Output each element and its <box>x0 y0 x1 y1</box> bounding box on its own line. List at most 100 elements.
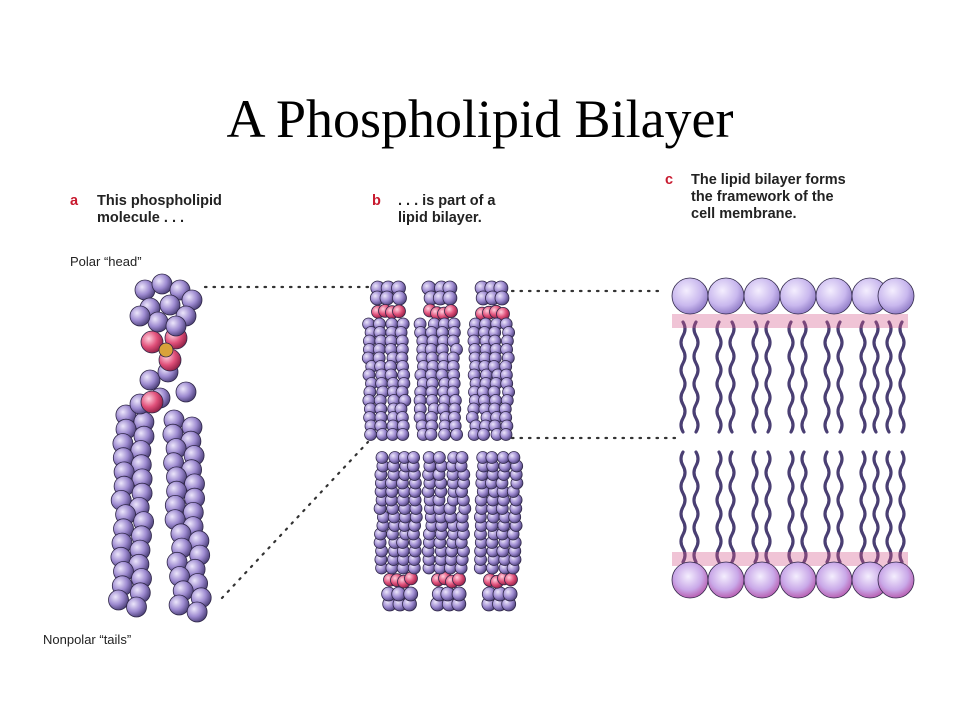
panel-c-line-3: cell membrane. <box>691 206 797 222</box>
tail-atom <box>507 451 521 464</box>
fatty-acid-tail <box>898 320 906 434</box>
head-atom <box>147 311 169 333</box>
tail-atom <box>108 589 129 611</box>
tail-atom <box>126 596 147 618</box>
head-atom <box>151 273 173 295</box>
tail-atom <box>450 428 464 441</box>
polar-band-top <box>672 314 908 328</box>
head-atom <box>379 290 395 306</box>
polar-atom <box>504 572 518 587</box>
panel-c-line-1: The lipid bilayer forms <box>691 172 846 188</box>
fatty-acid-tail <box>751 320 759 434</box>
fatty-acid-tail <box>715 320 723 434</box>
phospholipid-molecule <box>108 273 212 623</box>
fatty-acid-tail <box>692 450 700 564</box>
fatty-acid-tail <box>692 320 700 434</box>
head-sphere-bottom <box>707 561 745 599</box>
head-sphere-top <box>815 277 853 315</box>
fatty-acid-tail <box>885 450 893 564</box>
tail-atom <box>424 428 438 441</box>
tail-atom <box>477 428 491 441</box>
fatty-acid-tail <box>800 450 808 564</box>
tail-atom <box>168 594 190 616</box>
connector-tails-to-b <box>220 440 370 600</box>
cell-membrane-bilayer <box>671 277 915 599</box>
fatty-acid-tail <box>787 450 795 564</box>
tail-atom <box>375 451 389 464</box>
head-sphere-top <box>743 277 781 315</box>
head-atom <box>392 290 407 306</box>
fatty-acid-tail <box>872 450 880 564</box>
fatty-acid-tail <box>800 320 808 434</box>
panel-b-letter: b <box>372 193 381 209</box>
fatty-acid-tail <box>836 320 844 434</box>
fatty-acid-tail <box>872 320 880 434</box>
fatty-acid-tail <box>751 450 759 564</box>
polar-atom <box>444 304 458 319</box>
fatty-acid-tail <box>859 320 867 434</box>
bilayer-segment <box>361 280 524 612</box>
slide-title: A Phospholipid Bilayer <box>226 89 734 149</box>
head-sphere-bottom <box>877 561 915 599</box>
fatty-acid-tail <box>823 450 831 564</box>
head-atom <box>494 290 510 306</box>
polar-atom <box>140 330 164 354</box>
head-sphere-top <box>779 277 817 315</box>
tail-atom <box>455 451 469 464</box>
tail-atom <box>407 451 421 464</box>
head-atom <box>442 290 458 306</box>
fatty-acid-tail <box>859 450 867 564</box>
panel-c-caption: The lipid bilayer forms the framework of… <box>691 172 846 223</box>
glycerol-atom <box>175 381 197 403</box>
fatty-acid-tail <box>679 320 687 434</box>
panel-b-line-2: lipid bilayer. <box>398 210 482 226</box>
head-sphere-top <box>671 277 709 315</box>
nonpolar-tails-label: Nonpolar “tails” <box>43 632 132 647</box>
fatty-acid-tail <box>836 450 844 564</box>
head-sphere-bottom <box>743 561 781 599</box>
panel-a-line-1: This phospholipid <box>97 193 222 209</box>
tail-atom <box>396 428 410 441</box>
fatty-acid-tail <box>885 320 893 434</box>
head-atom <box>403 586 419 602</box>
head-sphere-bottom <box>671 561 709 599</box>
fatty-acid-tail <box>787 320 795 434</box>
fatty-acid-tail <box>728 320 736 434</box>
panel-b-caption: . . . is part of a lipid bilayer. <box>398 193 496 227</box>
head-atom <box>129 305 151 327</box>
panel-b-line-1: . . . is part of a <box>398 193 496 209</box>
tail-atom <box>499 428 513 441</box>
tail-atom <box>496 451 510 464</box>
fatty-acid-tail <box>898 450 906 564</box>
head-sphere-top <box>877 277 915 315</box>
head-atom <box>451 586 467 602</box>
fatty-acid-tail <box>715 450 723 564</box>
head-atom <box>502 586 518 602</box>
phosphate-atom <box>158 342 174 358</box>
polar-atom <box>140 390 164 414</box>
panel-c-letter: c <box>665 172 674 188</box>
polar-head-label: Polar “head” <box>70 254 142 269</box>
head-sphere-bottom <box>779 561 817 599</box>
tail-atom <box>485 451 499 464</box>
panel-c-line-2: the framework of the <box>691 189 834 205</box>
panel-a-caption: This phospholipid molecule . . . <box>97 193 222 227</box>
fatty-acid-tail <box>764 450 772 564</box>
fatty-acid-tail <box>679 450 687 564</box>
head-atom <box>165 315 187 337</box>
fatty-acid-tail <box>823 320 831 434</box>
tail-atom <box>438 428 452 441</box>
head-atom <box>159 294 181 316</box>
glycerol-atom <box>139 369 161 391</box>
head-sphere-top <box>707 277 745 315</box>
polar-atom <box>452 572 466 587</box>
fatty-acid-tail <box>764 320 772 434</box>
tail-atom <box>364 428 378 441</box>
panel-a-line-2: molecule . . . <box>97 210 185 226</box>
connector-lines <box>203 285 682 600</box>
head-sphere-bottom <box>815 561 853 599</box>
fatty-acid-tail <box>728 450 736 564</box>
panel-a-letter: a <box>70 193 79 209</box>
